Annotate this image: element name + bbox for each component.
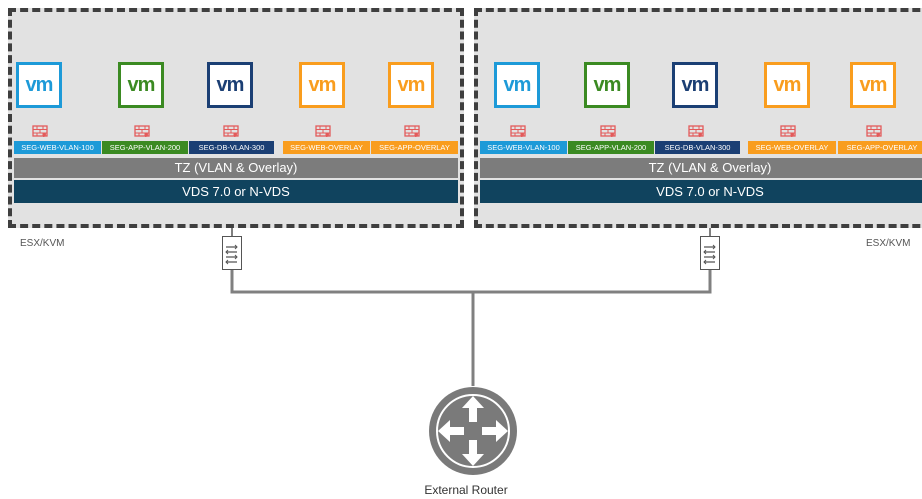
segment-label: SEG-WEB-VLAN-100 [480, 141, 567, 154]
transport-zone-bar: TZ (VLAN & Overlay) [480, 158, 922, 178]
firewall-icon [510, 125, 526, 137]
vds-bar: VDS 7.0 or N-VDS [14, 180, 458, 203]
vm-icon[interactable]: vm [672, 62, 718, 108]
segment-label: SEG-APP-VLAN-200 [568, 141, 654, 154]
vm-icon[interactable]: vm [764, 62, 810, 108]
firewall-icon [780, 125, 796, 137]
firewall-icon [600, 125, 616, 137]
segment-label: SEG-APP-OVERLAY [371, 141, 458, 154]
firewall-icon [688, 125, 704, 137]
host-label: ESX/KVM [20, 238, 65, 249]
segment-label: SEG-APP-VLAN-200 [102, 141, 188, 154]
vm-label: vm [773, 74, 802, 96]
vm-icon[interactable]: vm [299, 62, 345, 108]
link-host2-switch-to-bus [473, 270, 712, 294]
vm-icon[interactable]: vm [850, 62, 896, 108]
switch-glyph [225, 244, 238, 265]
vm-label: vm [25, 74, 54, 96]
firewall-icon [866, 125, 882, 137]
vm-icon[interactable]: vm [494, 62, 540, 108]
host-esx-1: vm vm vm vm vm SEG-WEB-VLAN-100 SEG-APP-… [8, 8, 464, 228]
vm-label: vm [127, 74, 156, 96]
switch-icon[interactable] [222, 236, 242, 270]
router-icon[interactable] [426, 384, 520, 478]
segment-label: SEG-WEB-OVERLAY [283, 141, 370, 154]
link-host1-switch-to-bus [230, 270, 473, 294]
segment-label: SEG-WEB-VLAN-100 [14, 141, 101, 154]
vds-bar: VDS 7.0 or N-VDS [480, 180, 922, 203]
vm-label: vm [397, 74, 426, 96]
segment-label: SEG-APP-OVERLAY [838, 141, 922, 154]
firewall-icon [315, 125, 331, 137]
switch-glyph [703, 244, 716, 265]
vm-label: vm [503, 74, 532, 96]
firewall-icon [32, 125, 48, 137]
segment-label: SEG-WEB-OVERLAY [748, 141, 836, 154]
vm-icon[interactable]: vm [584, 62, 630, 108]
transport-zone-bar: TZ (VLAN & Overlay) [14, 158, 458, 178]
firewall-icon [404, 125, 420, 137]
vm-icon[interactable]: vm [207, 62, 253, 108]
host-label: ESX/KVM [866, 238, 911, 249]
vm-label: vm [216, 74, 245, 96]
firewall-icon [134, 125, 150, 137]
router-label: External Router [424, 483, 508, 497]
vm-icon[interactable]: vm [16, 62, 62, 108]
vm-label: vm [308, 74, 337, 96]
vm-label: vm [859, 74, 888, 96]
segment-label: SEG-DB-VLAN-300 [189, 141, 274, 154]
vm-label: vm [681, 74, 710, 96]
vm-label: vm [593, 74, 622, 96]
vm-icon[interactable]: vm [118, 62, 164, 108]
switch-icon[interactable] [700, 236, 720, 270]
host-esx-2: vm vm vm vm vm SEG-WEB-VLAN-100 SEG-APP-… [474, 8, 922, 228]
vm-icon[interactable]: vm [388, 62, 434, 108]
firewall-icon [223, 125, 239, 137]
segment-label: SEG-DB-VLAN-300 [655, 141, 740, 154]
